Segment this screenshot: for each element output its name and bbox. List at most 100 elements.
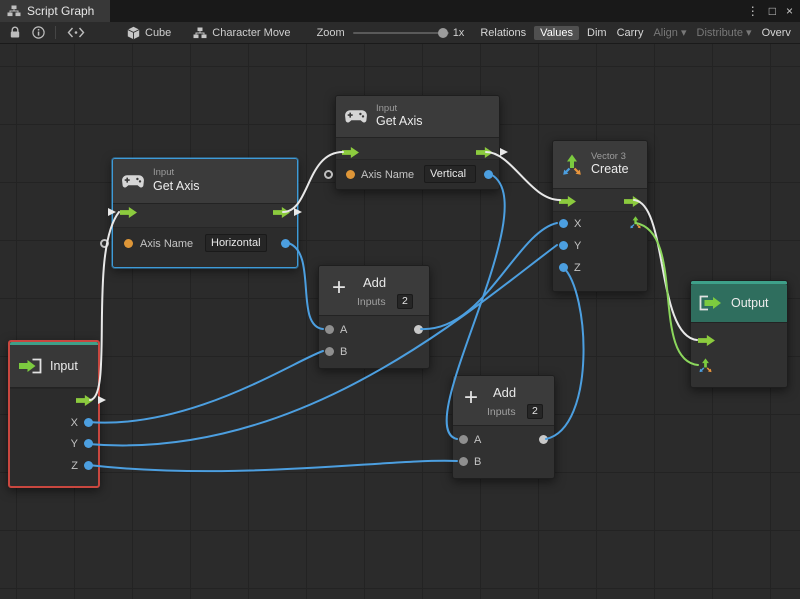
row-separator <box>113 227 297 228</box>
cube-icon <box>127 26 140 39</box>
x-output-port[interactable] <box>84 418 93 427</box>
relations-button[interactable]: Relations <box>480 26 527 39</box>
node-title: Input <box>50 358 78 373</box>
target-port[interactable] <box>100 239 109 248</box>
target-port[interactable] <box>324 170 333 179</box>
zoom-value: 1x <box>452 26 465 39</box>
node-vector3-create[interactable]: Vector 3 Create X Y Z <box>552 140 648 292</box>
x-label: X <box>574 218 582 230</box>
lock-icon <box>10 26 20 38</box>
node-category: Input <box>153 167 175 179</box>
node-get-axis-vertical[interactable]: Input Get Axis Axis Name Vertical <box>324 95 500 190</box>
character-move-icon <box>193 27 207 38</box>
y-input-port[interactable] <box>559 241 568 250</box>
gamepad-icon <box>122 174 144 188</box>
node-header: Output <box>691 284 787 323</box>
flow-out-port[interactable] <box>476 147 493 158</box>
plus-icon: + <box>332 274 347 301</box>
output-icon <box>699 295 721 311</box>
inputs-count-field[interactable]: 2 <box>397 294 413 309</box>
node-graph-input[interactable]: Input X Y Z <box>8 340 100 488</box>
input-b-port[interactable] <box>325 347 334 356</box>
axis-name-port[interactable] <box>346 170 355 179</box>
node-title: Add <box>363 275 387 290</box>
node-graph-output[interactable]: Output <box>690 280 788 388</box>
y-output-port[interactable] <box>84 439 93 448</box>
toolbar-separator <box>55 26 56 39</box>
ports-toggle-button[interactable] <box>67 27 85 38</box>
cube-breadcrumb[interactable]: Cube <box>127 26 171 40</box>
input-a-label: A <box>474 434 482 446</box>
node-title: Create <box>591 162 629 177</box>
inputs-count-field[interactable]: 2 <box>527 404 543 419</box>
flow-in-port[interactable] <box>698 335 715 346</box>
script-graph-icon <box>7 5 21 17</box>
axis-name-field[interactable]: Vertical <box>424 165 476 183</box>
node-title: Add <box>493 385 517 400</box>
dim-button[interactable]: Dim <box>587 26 607 39</box>
x-input-port[interactable] <box>559 219 568 228</box>
overview-button[interactable]: Overv <box>761 26 791 39</box>
z-output-port[interactable] <box>84 461 93 470</box>
character-move-label: Character Move <box>212 26 291 39</box>
z-label: Z <box>574 262 581 274</box>
zoom-slider-track <box>352 31 449 34</box>
sum-port[interactable] <box>539 435 548 444</box>
flow-in-port[interactable] <box>120 207 137 218</box>
node-header: Vector 3 Create <box>553 141 647 189</box>
node-add-1[interactable]: + Add Inputs 2 A B <box>318 265 430 369</box>
axis-name-label: Axis Name <box>140 238 194 250</box>
zoom-label: Zoom <box>316 26 345 39</box>
result-port[interactable] <box>281 239 290 248</box>
axis-name-field[interactable]: Horizontal <box>205 234 267 252</box>
lock-button[interactable] <box>9 26 21 39</box>
vector3-value-port[interactable] <box>698 358 713 373</box>
sum-port[interactable] <box>414 325 423 334</box>
info-button[interactable] <box>32 26 45 39</box>
input-b-label: B <box>474 456 482 468</box>
result-port[interactable] <box>484 170 493 179</box>
axis-name-label: Axis Name <box>361 169 415 181</box>
values-button[interactable]: Values <box>534 25 579 40</box>
carry-button[interactable]: Carry <box>616 26 644 39</box>
flow-out-port[interactable] <box>273 207 290 218</box>
input-a-port[interactable] <box>325 325 334 334</box>
chevron-down-icon: ▾ <box>680 27 687 39</box>
flow-out-port[interactable] <box>624 196 641 207</box>
vector3-result-port[interactable] <box>629 216 642 229</box>
zoom-slider[interactable] <box>352 27 449 39</box>
close-icon[interactable]: × <box>785 4 793 18</box>
node-category: Input <box>376 102 398 114</box>
row-separator <box>10 388 98 389</box>
node-header: Input Get Axis <box>113 159 297 204</box>
z-input-port[interactable] <box>559 263 568 272</box>
axis-name-port[interactable] <box>124 239 133 248</box>
node-title: Output <box>731 295 769 310</box>
node-title: Get Axis <box>153 178 200 193</box>
x-label: X <box>70 417 78 429</box>
plus-icon: + <box>464 384 479 411</box>
more-menu-icon[interactable]: ⋮ <box>746 4 759 18</box>
align-button[interactable]: Align ▾ <box>653 27 687 39</box>
z-label: Z <box>71 460 78 472</box>
character-move-breadcrumb[interactable]: Character Move <box>193 26 291 39</box>
distribute-button[interactable]: Distribute ▾ <box>696 27 752 39</box>
row-separator <box>336 159 499 160</box>
node-add-2[interactable]: + Add Inputs 2 A B <box>452 375 555 479</box>
tab-title: Script Graph <box>27 4 95 18</box>
row-separator <box>553 211 647 212</box>
flow-in-port[interactable] <box>342 147 359 158</box>
flow-in-port[interactable] <box>559 196 576 207</box>
input-a-port[interactable] <box>459 435 468 444</box>
graph-toolbar: Cube Character Move Zoom 1x Relations Va… <box>0 22 800 44</box>
zoom-slider-handle[interactable] <box>437 27 448 38</box>
node-get-axis-horizontal[interactable]: Input Get Axis Axis Name Horizontal <box>100 158 298 268</box>
input-b-label: B <box>340 346 348 358</box>
input-b-port[interactable] <box>459 457 468 466</box>
tab-script-graph[interactable]: Script Graph <box>0 0 111 22</box>
node-title: Get Axis <box>376 114 423 129</box>
y-label: Y <box>70 438 78 450</box>
maximize-icon[interactable]: □ <box>768 4 776 18</box>
flow-out-port[interactable] <box>76 395 93 406</box>
window-controls: ⋮ □ × <box>747 0 800 22</box>
